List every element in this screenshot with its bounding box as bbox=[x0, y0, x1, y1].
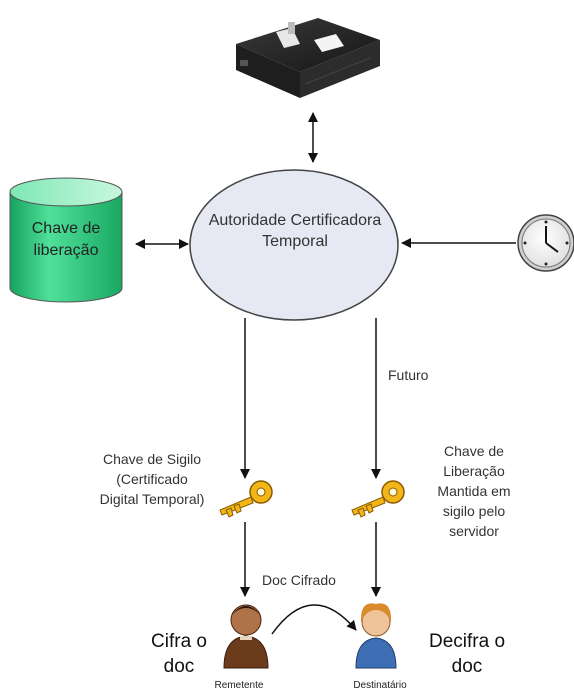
database-cylinder-icon bbox=[9, 177, 123, 303]
liberacao-key-label: Chave de Liberação Mantida em sigilo pel… bbox=[437, 443, 511, 539]
sender-person-icon bbox=[223, 604, 269, 669]
database-label: Chave de liberação bbox=[31, 220, 101, 259]
receiver-label: Destinatário bbox=[353, 680, 407, 691]
liberacao-key-icon bbox=[351, 480, 405, 518]
futuro-label: Futuro bbox=[388, 367, 429, 383]
receiver-action-label: Decifra o doc bbox=[428, 631, 506, 677]
ca-label: Autoridade Certificadora Temporal bbox=[208, 212, 382, 250]
server-device-icon bbox=[236, 18, 380, 98]
sender-action-label: Cifra o doc bbox=[151, 631, 207, 677]
doc-cifrado-label: Doc Cifrado bbox=[262, 572, 336, 588]
receiver-person-icon bbox=[355, 603, 397, 669]
ca-ellipse bbox=[189, 169, 399, 321]
doc-cifrado-arrow bbox=[271, 604, 357, 635]
sigilo-key-label: Chave de Sigilo (Certificado Digital Tem… bbox=[99, 451, 205, 507]
sigilo-key-icon bbox=[219, 480, 273, 518]
clock-icon bbox=[517, 214, 574, 272]
sender-label: Remetente bbox=[214, 680, 264, 691]
